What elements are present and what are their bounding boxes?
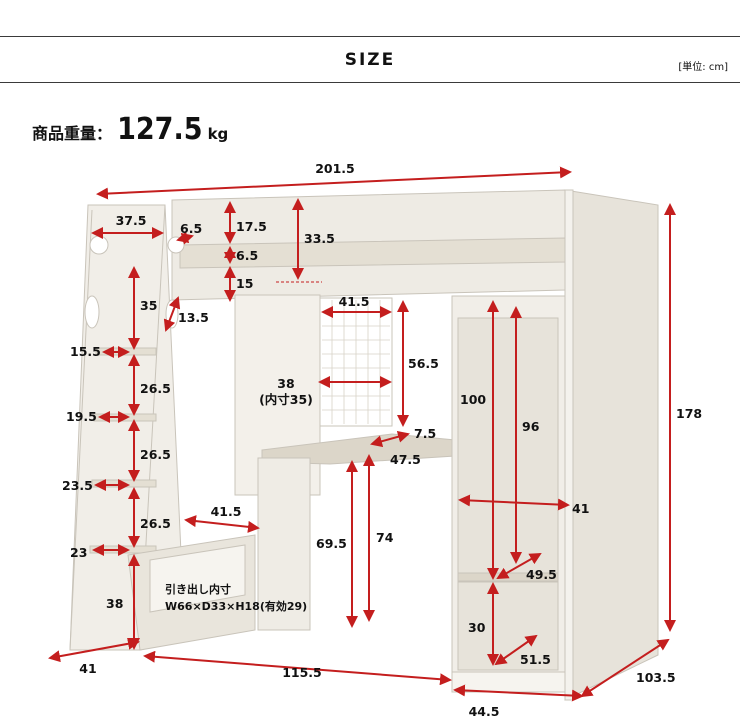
dim-desk-shelf-width: 41.5: [211, 504, 242, 519]
dim-mesh-width: 38: [277, 376, 294, 391]
dim-desk-opening: 41.5: [339, 294, 370, 309]
dim-closet-inner: 96: [522, 419, 540, 434]
dim-total-height: 178: [676, 406, 702, 421]
dim-total-depth: 103.5: [636, 670, 676, 685]
dim-step-depth-3: 23.5: [62, 478, 93, 493]
dim-guard-top: 17.5: [236, 219, 267, 234]
product-weight: 商品重量： 127.5 kg: [32, 112, 228, 147]
dim-drawer-height: 38: [106, 596, 123, 611]
dim-closet-width: 41: [572, 501, 589, 516]
dim-desk-height-inner: 69.5: [316, 536, 347, 551]
dim-step-depth-1: 15.5: [70, 344, 101, 359]
dim-step-depth-2: 19.5: [66, 409, 97, 424]
dim-bottom-depth: 41: [79, 661, 96, 676]
dim-bottom-span: 115.5: [282, 665, 322, 680]
dim-guard-total: 33.5: [304, 231, 335, 246]
dim-guard-gap: 6.5: [236, 248, 258, 263]
unit-note: [単位: cm]: [678, 62, 728, 73]
bed-frame: [69, 189, 659, 701]
top-rule: [0, 36, 740, 37]
dim-desk-depth: 47.5: [390, 452, 421, 467]
dim-step-gap-1: 26.5: [140, 381, 171, 396]
dim-shelf-width-1: 49.5: [526, 567, 557, 582]
weight-unit: kg: [207, 125, 229, 143]
bottom-rule: [0, 82, 740, 83]
dim-desk-depth-small: 7.5: [414, 426, 436, 441]
dim-guard-bottom: 15: [236, 276, 253, 291]
dim-mesh-inner: (内寸35): [259, 392, 313, 407]
dim-step-gap-2: 26.5: [140, 447, 171, 462]
dim-total-width: 201.5: [315, 161, 355, 176]
dim-ladder-slope: 13.5: [178, 310, 209, 325]
dim-ladder-step-top: 35: [140, 298, 157, 313]
dim-lower-shelf: 30: [468, 620, 486, 635]
dim-ladder-width: 37.5: [116, 213, 147, 228]
dimension-arrows: [48, 166, 676, 702]
dim-step-depth-4: 23: [70, 545, 87, 560]
drawer-note-title: 引き出し内寸: [165, 582, 231, 596]
weight-value: 127.5: [117, 112, 203, 147]
dim-shelf-width-2: 51.5: [520, 652, 551, 667]
dim-closet-height: 100: [460, 392, 486, 407]
dim-mesh-height: 56.5: [408, 356, 439, 371]
page-title: SIZE: [344, 50, 396, 70]
dim-closet-depth: 44.5: [469, 704, 500, 719]
drawer-note-size: W66×D33×H18(有効29): [165, 599, 307, 613]
dim-step-gap-3: 26.5: [140, 516, 171, 531]
dim-desk-height: 74: [376, 530, 394, 545]
weight-label: 商品重量：: [32, 124, 113, 143]
dim-rail-thickness: 6.5: [180, 221, 202, 236]
